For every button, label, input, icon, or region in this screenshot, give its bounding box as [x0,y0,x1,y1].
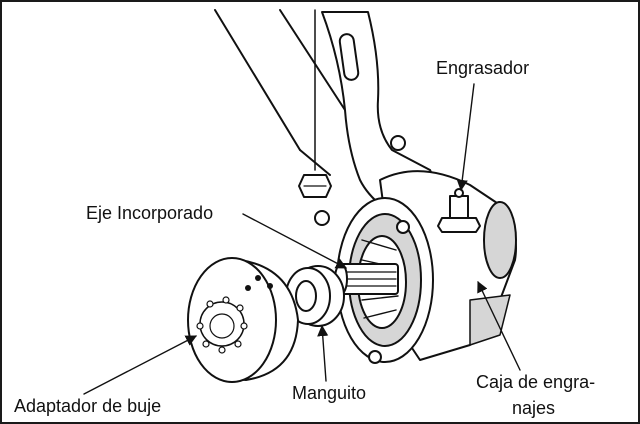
grease-fitting-label: Engrasador [436,58,530,78]
leader-gearbox [477,280,521,371]
built-in-axle-label: Eje Incorporado [86,203,214,223]
sleeve-label: Manguito [292,383,367,403]
leader-lines [83,83,521,395]
gearbox-label-line1: Caja de engra- [476,372,596,392]
gearbox-label-line2: najes [512,398,556,418]
mounting-bolt [298,9,332,226]
frame-bar [214,9,346,176]
hub-adapter [187,257,299,383]
hub-adapter-label: Adaptador de buje [14,396,162,416]
leader-axle [242,213,347,269]
leader-sleeve [317,324,329,382]
leader-grease [456,83,475,192]
grease-fitting [437,188,481,233]
leader-hub [83,335,197,395]
